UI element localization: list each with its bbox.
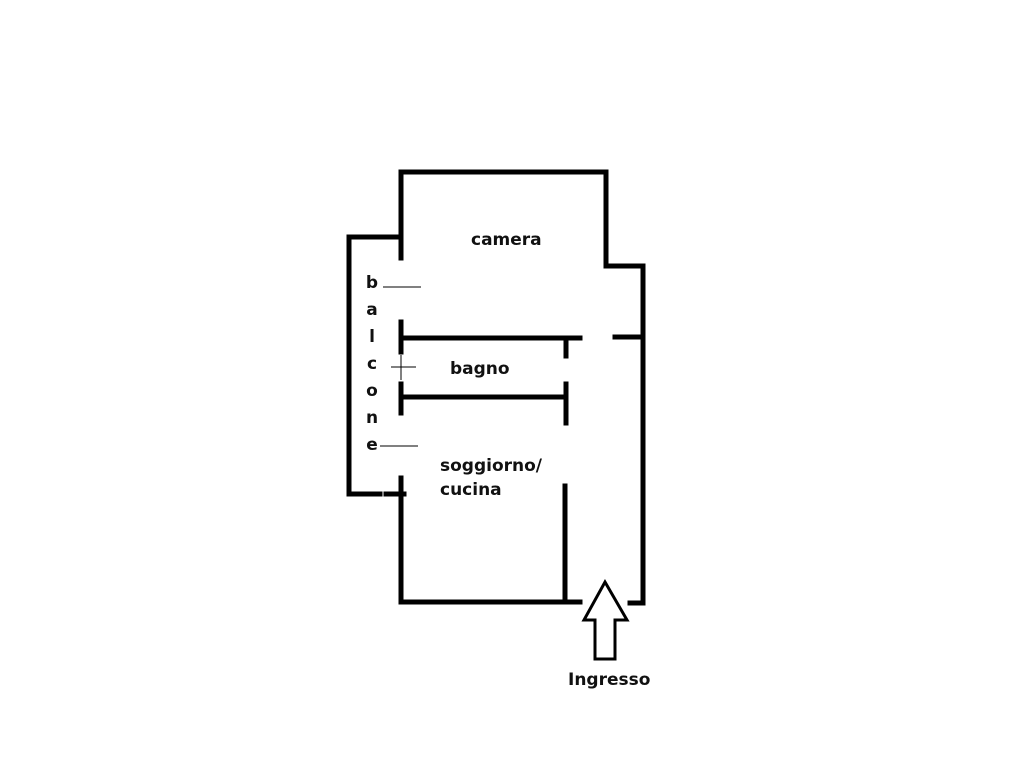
balcone-letter: c [366,354,378,374]
wall-west-upper [398,169,646,606]
room-label-bagno: bagno [450,359,510,379]
balcone-letter: a [366,300,378,320]
room-label-soggiorno: soggiorno/ [440,456,543,476]
balcone-letter: b [365,273,379,293]
room-label-camera: camera [471,230,542,250]
room-label-soggiorno-cucina: soggiorno/ cucina [440,454,542,502]
balcony-outline [346,234,407,497]
wall-west-lower [398,475,583,605]
opening-marks [380,286,421,447]
room-label-balcone: b a l c o n e [362,270,382,459]
balcone-letter: o [366,381,378,401]
balcony-rail [346,234,403,497]
room-label-cucina: cucina [440,480,502,500]
bathroom-walls [398,319,583,426]
entrance-label: Ingresso [568,670,651,690]
balcone-letter: e [366,435,378,455]
balcone-letter: n [365,408,379,428]
outer-walls [398,169,646,606]
balcone-letter: l [369,327,375,347]
arrow-up-icon [581,578,630,661]
